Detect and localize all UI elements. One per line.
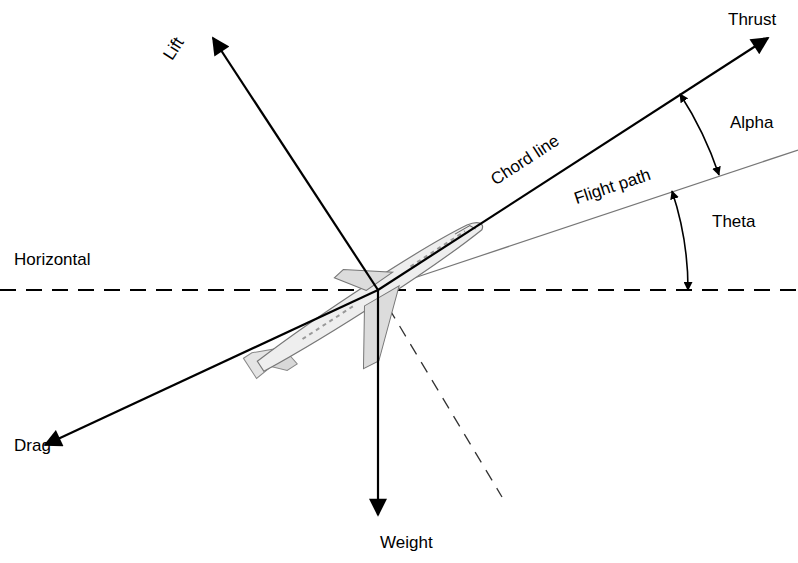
alpha-arc [680, 94, 719, 175]
force-label: Drag [14, 437, 51, 456]
force-label: Thrust [728, 11, 776, 30]
flight-path-line [378, 150, 798, 290]
line-label: Horizontal [14, 251, 91, 270]
thrust-arrow [378, 38, 768, 290]
normal-line [378, 290, 502, 497]
line-label: Chord line [488, 132, 563, 190]
angle-label: Theta [712, 213, 755, 232]
weight-arrow [377, 290, 379, 515]
line-label: Flight path [572, 166, 653, 209]
force-label: Lift [160, 35, 188, 64]
drag-arrow [45, 290, 378, 445]
airplane [233, 193, 514, 422]
force-label: Weight [380, 534, 433, 553]
angle-label: Alpha [730, 114, 773, 133]
theta-arc [672, 191, 688, 290]
lift-arrow [213, 38, 378, 290]
